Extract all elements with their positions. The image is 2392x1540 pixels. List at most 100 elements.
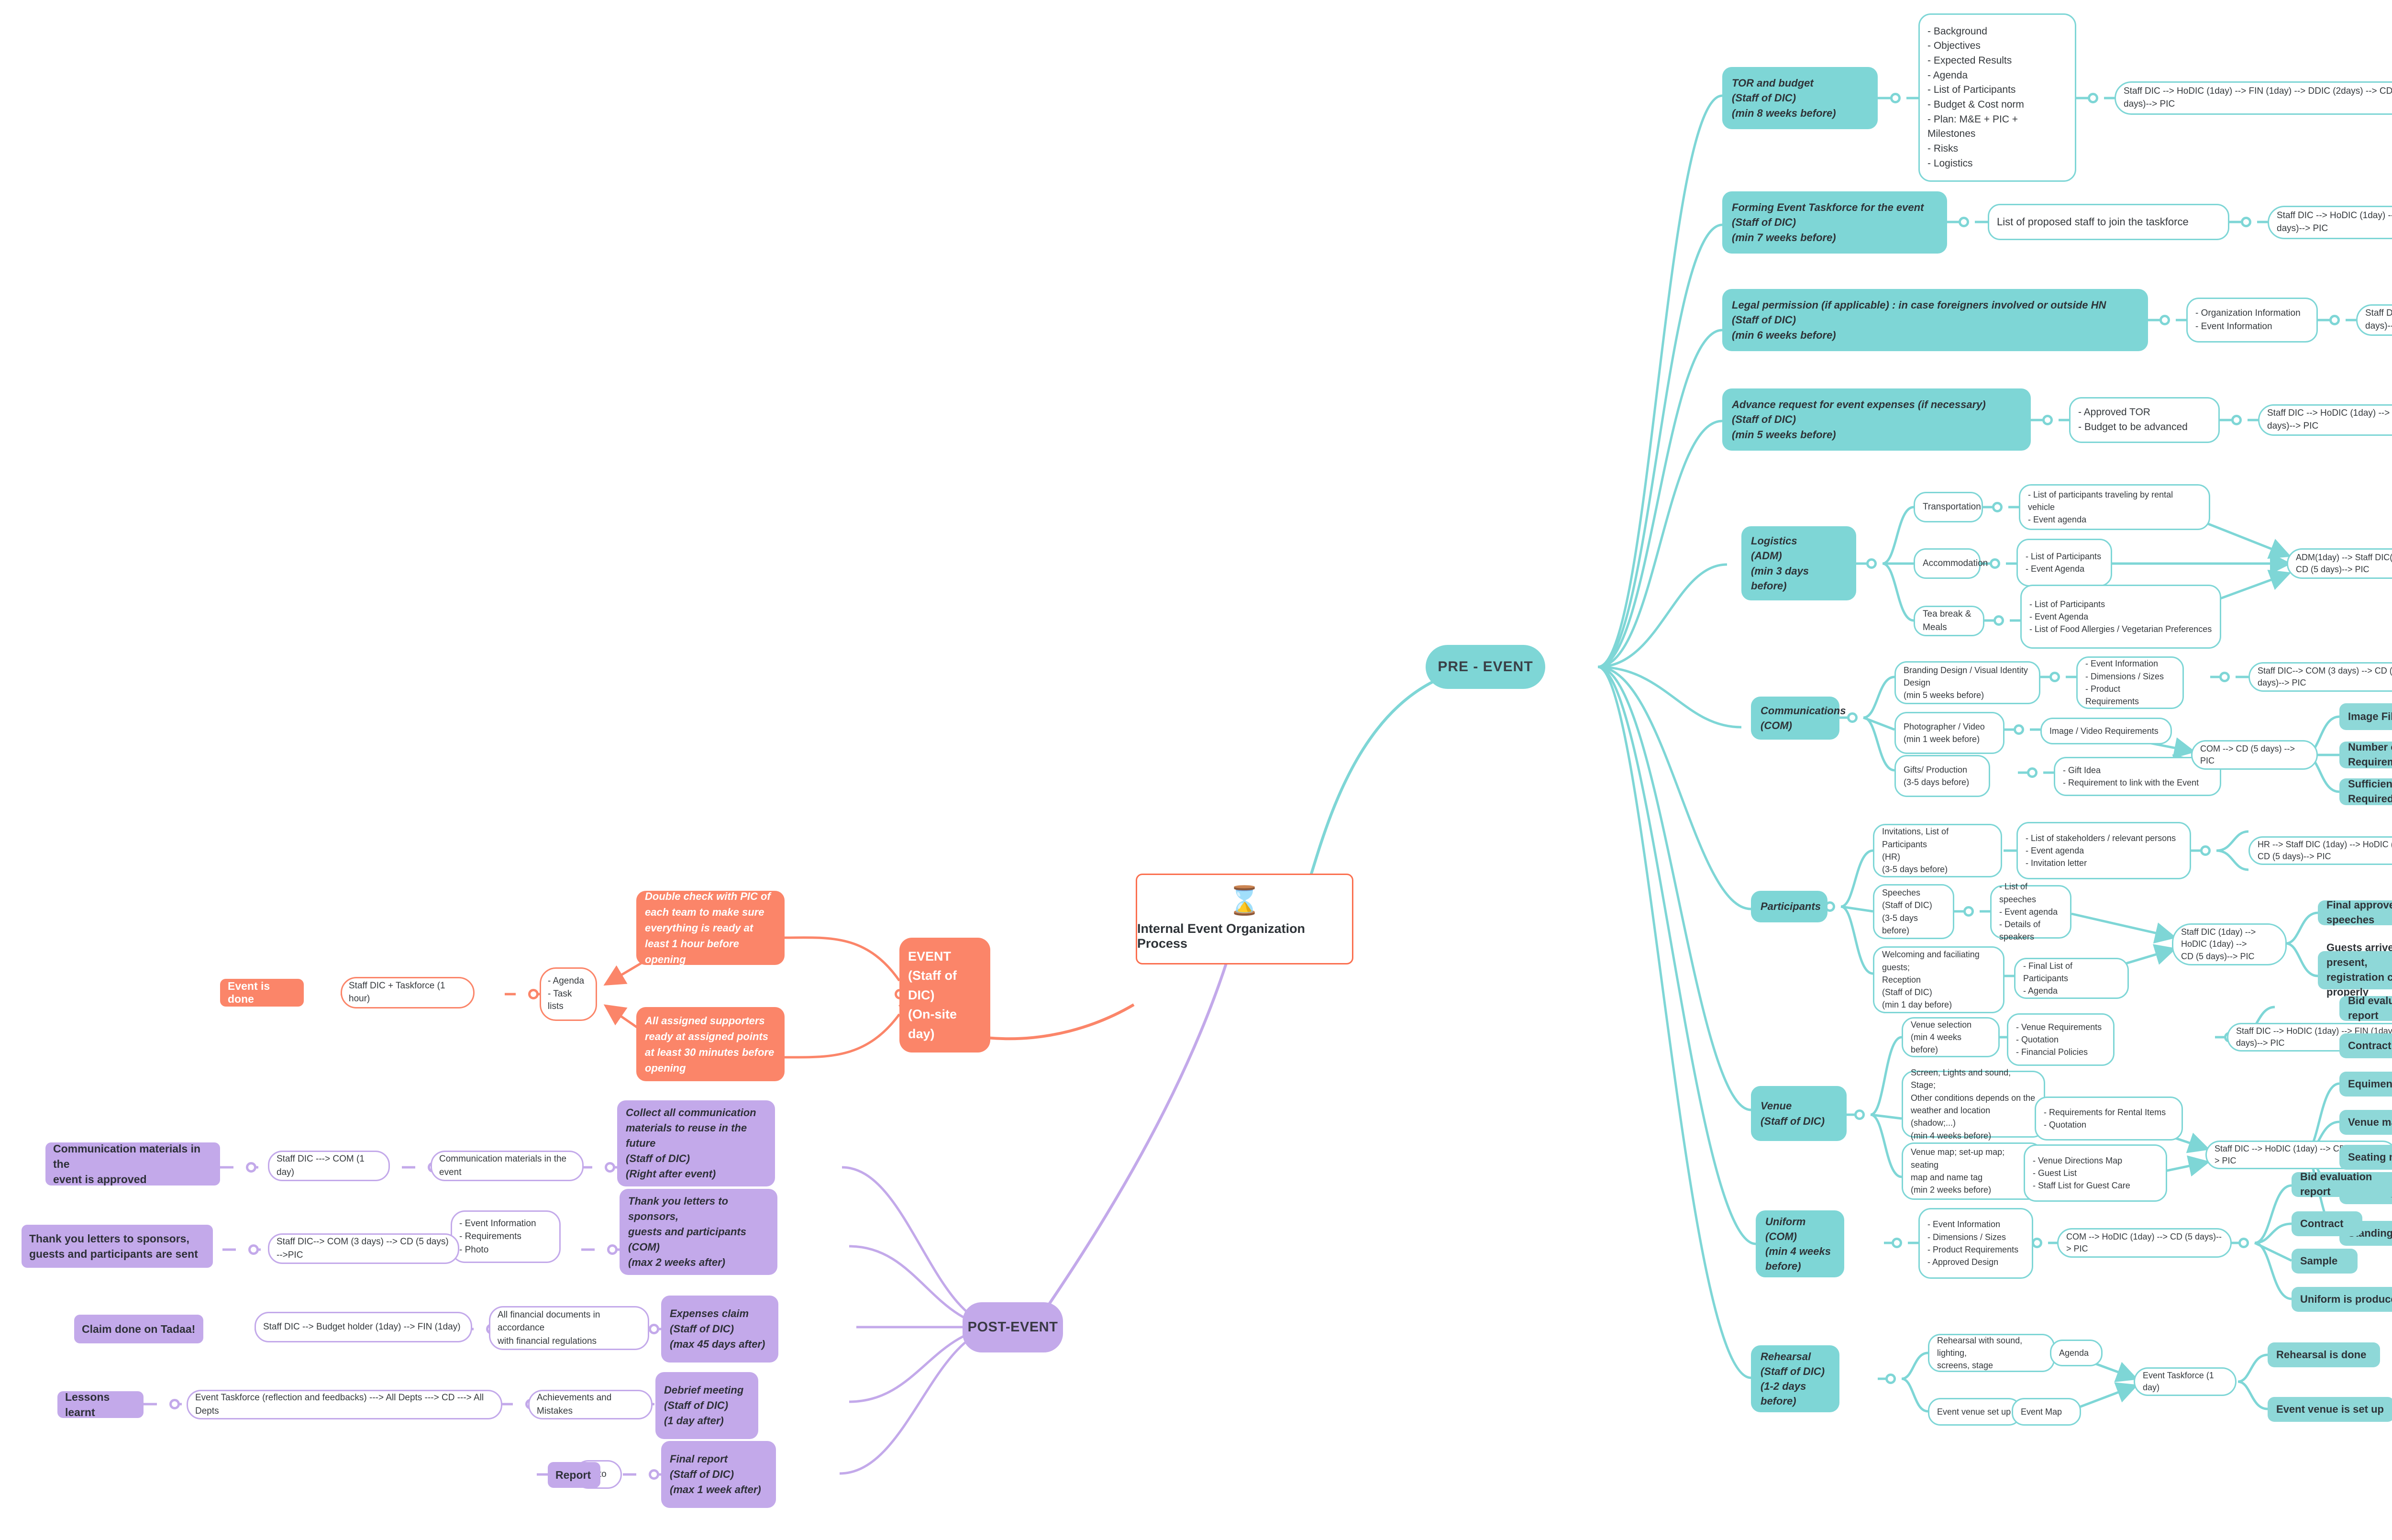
- post-inputs-debrief-meeting[interactable]: Achievements and Mistakes: [528, 1390, 653, 1419]
- venue-inputs-selection[interactable]: - Venue Requirements - Quotation - Finan…: [2007, 1013, 2115, 1066]
- output-uniform-sample[interactable]: Sample: [2292, 1249, 2358, 1274]
- flow-event[interactable]: Staff DIC + Taskforce (1 hour): [341, 977, 475, 1008]
- output-uniform-bid-evaluation[interactable]: Bid evaluation report: [2292, 1171, 2392, 1197]
- com-inputs-branding[interactable]: - Event Information - Dimensions / Sizes…: [2076, 656, 2184, 709]
- output-guests-arrive-on-time[interactable]: Guests arrive on time, fully present, re…: [2318, 942, 2392, 998]
- participants-sub-invitations[interactable]: Invitations, List of Participants (HR) (…: [1873, 824, 2002, 877]
- inputs-tor-budget[interactable]: - Background - Objectives - Expected Res…: [1918, 13, 2076, 182]
- post-branch-final-report[interactable]: Final report (Staff of DIC) (max 1 week …: [661, 1441, 776, 1508]
- flow-rehearsal[interactable]: Event Taskforce (1 day): [2134, 1367, 2237, 1396]
- inputs-advance-request[interactable]: - Approved TOR - Budget to be advanced: [2069, 397, 2220, 443]
- root-post-event[interactable]: POST-EVENT: [963, 1302, 1063, 1352]
- output-event-done[interactable]: Event is done: [220, 979, 304, 1007]
- flow-advance-request[interactable]: Staff DIC --> HoDIC (1day) --> FIN (1day…: [2258, 404, 2392, 436]
- root-pre-event[interactable]: PRE - EVENT: [1426, 645, 1545, 689]
- venue-sub-selection[interactable]: Venue selection (min 4 weeks before): [1902, 1017, 2000, 1057]
- output-final-approved-speeches[interactable]: Final approved speeches: [2318, 899, 2392, 926]
- flow-communications-bottom[interactable]: COM --> CD (5 days) --> PIC: [2191, 740, 2318, 770]
- branch-uniform[interactable]: Uniform (COM) (min 4 weeks before): [1756, 1210, 1844, 1277]
- branch-participants[interactable]: Participants: [1751, 891, 1827, 922]
- connector-ring: [649, 1324, 659, 1334]
- inputs-uniform[interactable]: - Event Information - Dimensions / Sizes…: [1918, 1208, 2033, 1279]
- root-event[interactable]: EVENT (Staff of DIC) (On-site day): [899, 938, 990, 1053]
- rehearsal-inputs-event-map[interactable]: Event Map: [2012, 1398, 2081, 1426]
- flow-tor-budget[interactable]: Staff DIC --> HoDIC (1day) --> FIN (1day…: [2115, 81, 2392, 115]
- event-note-supporters-ready[interactable]: All assigned supporters ready at assigne…: [636, 1007, 785, 1081]
- output-image-file-distribution[interactable]: Image File Distribution: [2339, 703, 2392, 730]
- output-equipment-tested[interactable]: Equiment tested before the event: [2339, 1072, 2392, 1097]
- venue-sub-equipment[interactable]: Screen, Lights and sound, Stage; Other c…: [1902, 1068, 2045, 1141]
- participants-inputs-speeches[interactable]: - List of speeches - Event agenda - Deta…: [1990, 882, 2071, 942]
- logistics-inputs-transportation[interactable]: - List of participants traveling by rent…: [2019, 484, 2210, 530]
- post-flow-debrief-meeting[interactable]: Event Taskforce (reflection and feedback…: [187, 1390, 502, 1419]
- flow-communications-top[interactable]: Staff DIC--> COM (3 days) --> CD (5 days…: [2248, 662, 2392, 692]
- branch-rehearsal[interactable]: Rehearsal (Staff of DIC) (1-2 days befor…: [1751, 1345, 1839, 1412]
- participants-sub-speeches[interactable]: Speeches (Staff of DIC) (3-5 days before…: [1873, 884, 1954, 939]
- post-inputs-expenses-claim[interactable]: All financial documents in accordance wi…: [489, 1306, 649, 1350]
- flow-legal-permission[interactable]: Staff DIC --> ADM-->HoDIC (1day)--> CD (…: [2356, 304, 2392, 336]
- inputs-legal-permission[interactable]: - Organization Information - Event Infor…: [2186, 298, 2318, 343]
- post-flow-expenses-claim[interactable]: Staff DIC --> Budget holder (1day) --> F…: [255, 1312, 472, 1342]
- logistics-inputs-tea-meals[interactable]: - List of Participants - Event Agenda - …: [2020, 585, 2221, 649]
- participants-inputs-welcoming[interactable]: - Final List of Participants - Agenda: [2014, 958, 2129, 999]
- venue-inputs-equipment[interactable]: - Requirements for Rental Items - Quotat…: [2035, 1097, 2183, 1141]
- event-note-double-check[interactable]: Double check with PIC of each team to ma…: [636, 890, 785, 965]
- connector-ring: [1990, 558, 2000, 569]
- com-sub-photographer[interactable]: Photographer / Video (min 1 week before): [1894, 712, 2004, 754]
- output-venue-bid-evaluation[interactable]: Bid evaluation report: [2339, 995, 2392, 1021]
- output-rehearsal-done[interactable]: Rehearsal is done: [2268, 1342, 2380, 1367]
- post-output-lessons-learnt[interactable]: Lessons learnt: [57, 1391, 144, 1418]
- branch-logistics[interactable]: Logistics (ADM) (min 3 days before): [1741, 526, 1856, 600]
- post-output-claim-done[interactable]: Claim done on Tadaa!: [74, 1315, 203, 1343]
- com-sub-branding[interactable]: Branding Design / Visual Identity Design…: [1894, 661, 2040, 704]
- venue-inputs-maps[interactable]: - Venue Directions Map - Guest List - St…: [2024, 1144, 2167, 1202]
- branch-legal-permission[interactable]: Legal permission (if applicable) : in ca…: [1722, 289, 2148, 351]
- flow-uniform[interactable]: COM --> HoDIC (1day) --> CD (5 days)--> …: [2057, 1228, 2232, 1258]
- post-flow-collect-materials[interactable]: Staff DIC ---> COM (1 day): [268, 1151, 390, 1181]
- connector-ring: [607, 1244, 618, 1255]
- logistics-sub-transportation[interactable]: Transportation: [1914, 492, 1983, 522]
- flow-taskforce[interactable]: Staff DIC --> HoDIC (1day) --> CD (5 day…: [2268, 206, 2392, 239]
- center-topic[interactable]: ⌛ Internal Event Organization Process: [1136, 874, 1353, 964]
- post-branch-thank-you-letters[interactable]: Thank you letters to sponsors, guests an…: [620, 1189, 777, 1275]
- logistics-inputs-accommodation[interactable]: - List of Participants - Event Agenda: [2016, 539, 2112, 587]
- post-flow-thank-you-letters[interactable]: Staff DIC--> COM (3 days) --> CD (5 days…: [268, 1233, 459, 1264]
- post-branch-expenses-claim[interactable]: Expenses claim (Staff of DIC) (max 45 da…: [661, 1296, 778, 1363]
- branch-tor-budget[interactable]: TOR and budget (Staff of DIC) (min 8 wee…: [1722, 67, 1878, 129]
- output-event-venue-setup[interactable]: Event venue is set up: [2268, 1397, 2392, 1422]
- post-branch-collect-materials[interactable]: Collect all communication materials to r…: [617, 1100, 775, 1186]
- branch-taskforce[interactable]: Forming Event Taskforce for the event (S…: [1722, 191, 1947, 254]
- logistics-sub-accommodation[interactable]: Accommodation: [1914, 548, 1988, 579]
- post-inputs-collect-materials[interactable]: Communication materials in the event: [431, 1151, 584, 1181]
- venue-sub-maps[interactable]: Venue map; set-up map; seating map and n…: [1902, 1142, 2043, 1200]
- output-seating-map[interactable]: Seating map: [2339, 1145, 2392, 1170]
- output-uniform-contract[interactable]: Contract: [2292, 1211, 2362, 1236]
- branch-advance-request[interactable]: Advance request for event expenses (if n…: [1722, 388, 2031, 451]
- rehearsal-sub-venue-setup[interactable]: Event venue set up: [1928, 1398, 2021, 1426]
- rehearsal-sub-sound-lighting[interactable]: Rehearsal with sound, lighting, screens,…: [1928, 1334, 2055, 1372]
- flow-participants-top[interactable]: HR --> Staff DIC (1day) --> HoDIC (1day)…: [2248, 836, 2392, 865]
- inputs-taskforce[interactable]: List of proposed staff to join the taskf…: [1988, 204, 2229, 240]
- com-sub-gifts[interactable]: Gifts/ Production (3-5 days before): [1894, 755, 1990, 797]
- output-venue-map[interactable]: Venue map: [2339, 1110, 2392, 1135]
- post-inputs-thank-you-letters[interactable]: - Event Information - Requirements - Pho…: [451, 1210, 561, 1263]
- post-output-report-label[interactable]: Report: [548, 1462, 600, 1488]
- output-images-meeting-requirements[interactable]: Number of Images Meeting Requirements: [2339, 741, 2392, 768]
- com-inputs-photographer[interactable]: Image / Video Requirements: [2040, 718, 2172, 744]
- flow-logistics[interactable]: ADM(1day) --> Staff DIC(1 day) --> CD (5…: [2287, 548, 2392, 579]
- post-output-communication-approved[interactable]: Communication materials in the event is …: [45, 1142, 220, 1185]
- output-uniform-produced[interactable]: Uniform is produced: [2292, 1287, 2392, 1312]
- participants-sub-welcoming[interactable]: Welcoming and faciliating guests; Recept…: [1873, 946, 2004, 1013]
- event-inputs[interactable]: - Agenda - Task lists: [540, 967, 597, 1021]
- branch-communications[interactable]: Communications (COM): [1751, 697, 1846, 740]
- inputs-tor-budget-text: - Background - Objectives - Expected Res…: [1927, 25, 2024, 169]
- rehearsal-inputs-agenda[interactable]: Agenda: [2050, 1340, 2103, 1366]
- logistics-sub-tea-meals[interactable]: Tea break & Meals: [1914, 606, 1984, 636]
- post-output-thank-you-sent[interactable]: Thank you letters to sponsors, guests an…: [22, 1225, 213, 1268]
- participants-inputs-invitations[interactable]: - List of stakeholders / relevant person…: [2016, 822, 2191, 879]
- branch-venue[interactable]: Venue (Staff of DIC): [1751, 1086, 1847, 1141]
- flow-participants-bottom[interactable]: Staff DIC (1day) --> HoDIC (1day) --> CD…: [2172, 923, 2287, 965]
- output-sufficient-gifts[interactable]: Sufficient Number of Gifts as Required: [2339, 778, 2392, 805]
- output-venue-contract[interactable]: Contract: [2339, 1033, 2392, 1058]
- post-branch-debrief-meeting[interactable]: Debrief meeting (Staff of DIC) (1 day af…: [655, 1372, 758, 1439]
